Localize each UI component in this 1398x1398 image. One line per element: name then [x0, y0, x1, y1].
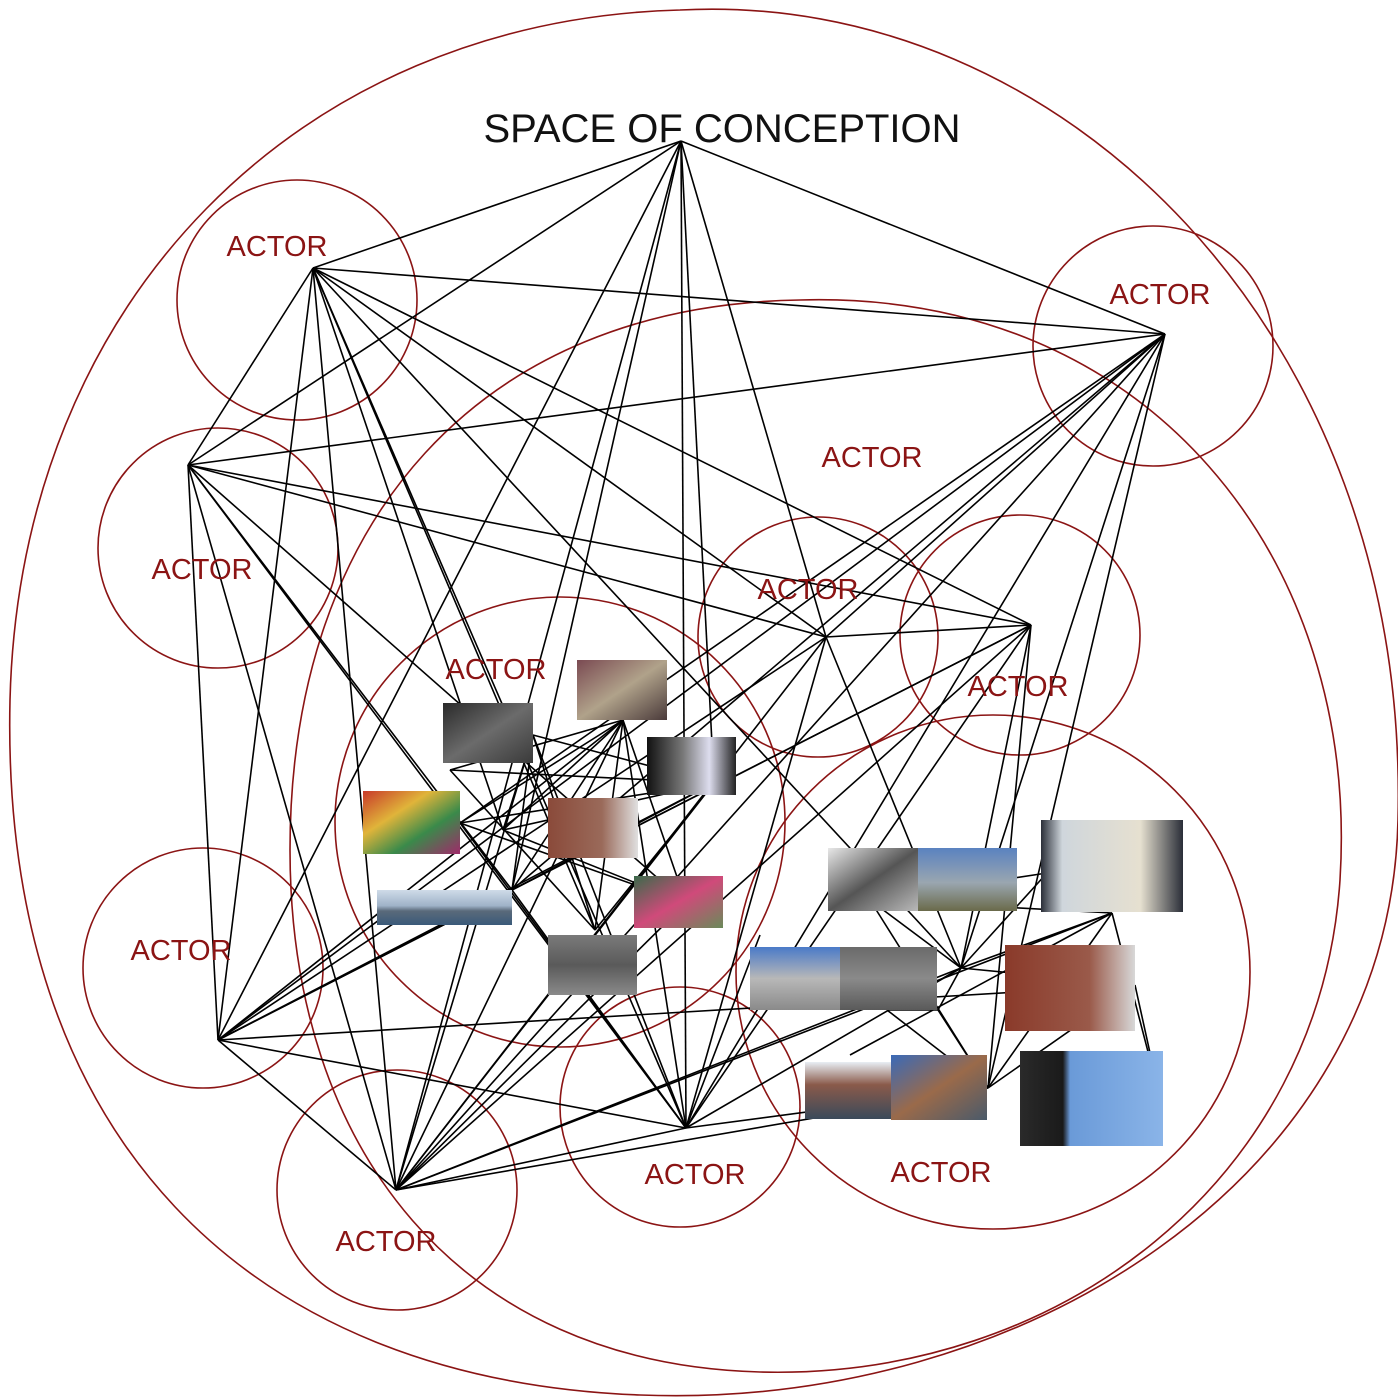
- canal-apartments-photo: [891, 1055, 987, 1120]
- connection-line: [685, 636, 827, 1129]
- connection-line: [680, 140, 1166, 335]
- connection-line: [680, 140, 715, 784]
- connection-line: [960, 912, 1113, 969]
- connection-line: [187, 267, 314, 466]
- connection-line: [395, 902, 687, 1191]
- market-stall-photo: [634, 876, 723, 928]
- connection-line: [312, 267, 1032, 626]
- connection-line: [187, 464, 1032, 626]
- actor-label: ACTOR: [446, 654, 547, 686]
- connection-line: [622, 719, 687, 904]
- actor-ring: [735, 714, 1251, 1230]
- actor-label: ACTOR: [336, 1226, 437, 1258]
- connection-line: [869, 899, 962, 969]
- actor-ring: [899, 514, 1141, 756]
- grey-brick-photo: [548, 935, 637, 995]
- connection-line: [825, 636, 962, 969]
- textile-pile-photo: [577, 660, 667, 720]
- concrete-wall-photo: [840, 947, 937, 1010]
- connection-lines: [187, 140, 1166, 1191]
- parking-lot-photo: [750, 947, 840, 1010]
- connection-line: [187, 464, 397, 1191]
- diagram-title: SPACE OF CONCEPTION: [483, 107, 960, 151]
- aerial-city-photo: [443, 703, 533, 763]
- connection-line: [187, 464, 827, 638]
- apartment-block-photo: [918, 848, 1017, 911]
- connection-line: [187, 464, 219, 1041]
- connection-line: [449, 769, 596, 931]
- actor-ring: [82, 847, 324, 1089]
- red-brick-closeup-photo: [1005, 945, 1135, 1031]
- old-street-photo: [828, 848, 920, 911]
- harbor-skyline-photo: [377, 890, 512, 925]
- photo-thumbnails: [363, 660, 1183, 1146]
- connection-line: [395, 140, 682, 1191]
- connection-line: [217, 719, 624, 1041]
- waterfront-stairs-photo: [1020, 1051, 1163, 1146]
- actor-ring: [559, 986, 801, 1228]
- actor-label: ACTOR: [152, 554, 253, 586]
- actor-ring: [97, 427, 339, 669]
- connection-line: [849, 912, 1113, 1056]
- connection-line: [187, 140, 682, 466]
- connection-line: [685, 934, 761, 1129]
- connection-line: [395, 333, 1166, 1191]
- connection-line: [217, 636, 827, 1041]
- actor-label: ACTOR: [227, 231, 328, 263]
- connection-line: [217, 267, 314, 1041]
- connection-line: [511, 889, 687, 1129]
- connection-line: [680, 140, 687, 1129]
- connection-line: [217, 1039, 397, 1191]
- actor-label: ACTOR: [891, 1157, 992, 1189]
- actor-rings: [82, 179, 1274, 1311]
- connection-line: [960, 872, 1048, 969]
- actor-label: ACTOR: [1110, 279, 1211, 311]
- connection-line: [395, 912, 1113, 1191]
- actor-ring: [176, 179, 418, 421]
- actor-ring: [1032, 225, 1274, 467]
- dark-interior-photo: [647, 737, 736, 795]
- connection-line: [312, 267, 1166, 335]
- actor-label: ACTOR: [758, 574, 859, 606]
- connection-line: [594, 782, 715, 931]
- actor-ring: [697, 516, 939, 758]
- colorful-mural-photo: [363, 791, 460, 854]
- connection-line: [937, 967, 962, 1011]
- inner-boundary: [289, 299, 1343, 1373]
- brick-wall-photo: [548, 798, 638, 858]
- connection-line: [312, 267, 827, 638]
- connection-line: [825, 333, 1166, 638]
- connection-line: [217, 333, 1166, 1041]
- connection-line: [459, 719, 624, 824]
- actor-label: ACTOR: [822, 442, 923, 474]
- connection-line: [459, 333, 1166, 824]
- connection-line: [395, 1127, 687, 1191]
- connection-line: [825, 624, 1032, 638]
- connection-line: [511, 140, 682, 891]
- actor-label: ACTOR: [645, 1159, 746, 1191]
- connection-line: [395, 734, 534, 1191]
- actor-labels: ACTOR ACTOR ACTOR ACTOR ACTOR ACTOR ACTO…: [131, 231, 1211, 1258]
- canal-houses-photo: [805, 1062, 891, 1119]
- actor-ring: [276, 1069, 518, 1311]
- connection-line: [312, 267, 397, 1191]
- space-of-conception-boundary: [8, 8, 1398, 1397]
- connection-line: [187, 333, 1166, 466]
- actor-label: ACTOR: [968, 671, 1069, 703]
- connection-line: [312, 140, 682, 269]
- actor-label: ACTOR: [131, 935, 232, 967]
- connection-line: [217, 984, 1136, 1041]
- glass-storefront-photo: [1041, 820, 1183, 912]
- outer-rings: [8, 8, 1398, 1397]
- connection-line: [217, 1039, 687, 1129]
